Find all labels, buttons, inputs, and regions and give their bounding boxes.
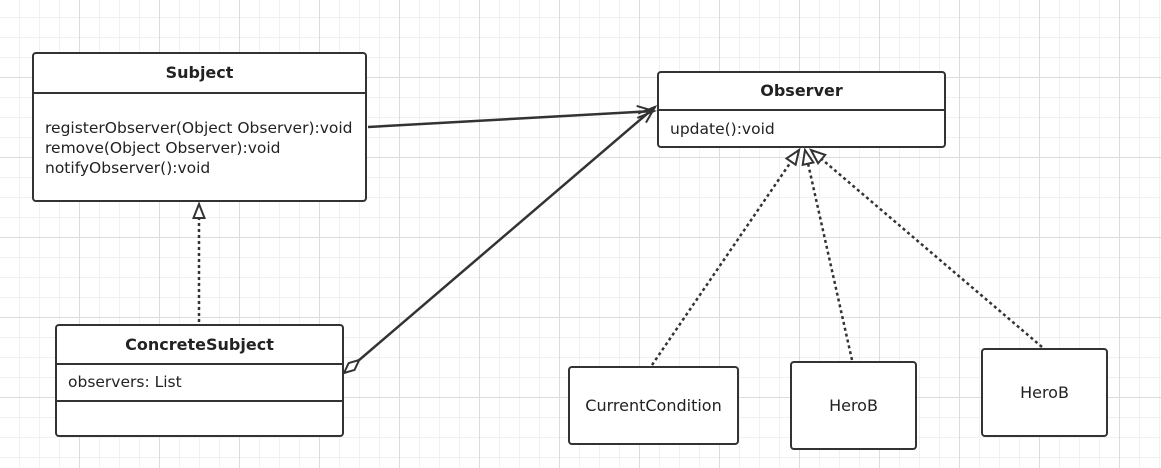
association-subject-observer bbox=[367, 104, 657, 129]
class-hero-b[interactable]: HeroB bbox=[981, 348, 1108, 437]
method: registerObserver(Object Observer):void bbox=[45, 119, 353, 137]
method-list: update():void bbox=[659, 111, 944, 139]
method: update():void bbox=[670, 120, 775, 138]
class-concrete-subject[interactable]: ConcreteSubject observers: List bbox=[55, 324, 344, 437]
class-subject[interactable]: Subject registerObserver(Object Observer… bbox=[32, 52, 367, 202]
class-name: Observer bbox=[659, 73, 944, 111]
class-name: HeroB bbox=[829, 396, 878, 415]
realization-current-observer bbox=[650, 147, 801, 366]
class-hero-b[interactable]: HeroB bbox=[790, 361, 917, 450]
class-name: ConcreteSubject bbox=[57, 326, 342, 365]
realization-herob2-observer bbox=[808, 148, 1043, 348]
class-name: CurrentCondition bbox=[585, 396, 722, 415]
class-current-condition[interactable]: CurrentCondition bbox=[568, 366, 739, 445]
method: remove(Object Observer):void bbox=[45, 139, 281, 157]
class-name: HeroB bbox=[1020, 383, 1069, 402]
realization-herob1-observer bbox=[801, 147, 854, 361]
class-name: Subject bbox=[34, 54, 365, 94]
aggregation-concrete-observer bbox=[344, 107, 655, 373]
attribute: observers: List bbox=[68, 373, 182, 391]
class-observer[interactable]: Observer update():void bbox=[657, 71, 946, 148]
attribute-list: observers: List bbox=[57, 365, 342, 402]
method-list: registerObserver(Object Observer):void r… bbox=[34, 94, 365, 178]
method: notifyObserver():void bbox=[45, 159, 211, 177]
